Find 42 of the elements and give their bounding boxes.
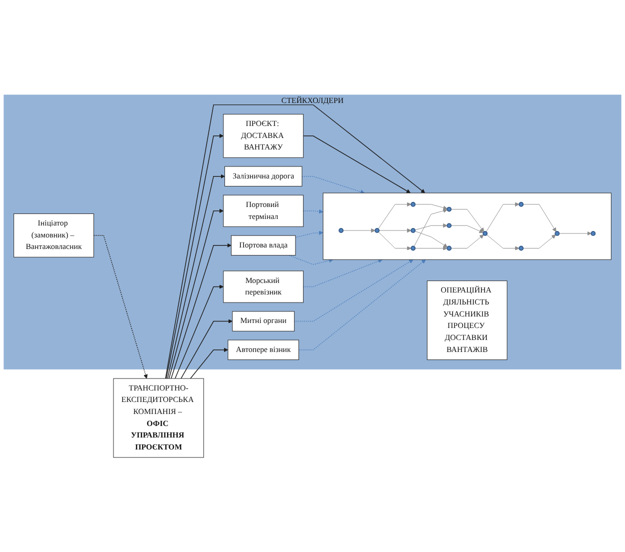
node-box [232, 310, 295, 332]
arrow [166, 134, 224, 379]
cluster [322, 192, 612, 260]
node-circle [590, 230, 596, 236]
arrow [180, 318, 233, 379]
node-box [228, 340, 299, 360]
node-box [113, 378, 204, 458]
arrow [302, 209, 324, 214]
arrow [295, 230, 324, 238]
node-circle [446, 246, 452, 251]
node-box [223, 114, 304, 158]
node-box [14, 213, 94, 258]
arrow [168, 208, 224, 379]
arrow [302, 258, 382, 287]
arrow [165, 104, 426, 379]
node-box [223, 194, 304, 227]
node-circle [482, 230, 488, 236]
node-circle [518, 202, 524, 207]
cluster [4, 94, 622, 370]
node-circle [338, 228, 344, 233]
arrow [190, 348, 228, 379]
node-circle [446, 222, 452, 228]
node-box [426, 280, 508, 360]
arrow [298, 259, 426, 350]
arrow [302, 135, 411, 193]
node-circle [410, 202, 416, 207]
node-circle [518, 246, 524, 251]
arrow [288, 254, 334, 265]
arrow [167, 174, 225, 379]
node-circle [446, 206, 452, 212]
arrow [302, 176, 365, 194]
node-box [224, 166, 302, 186]
arrow [93, 234, 148, 378]
node-circle [554, 230, 560, 236]
node-circle [410, 228, 416, 233]
arrow [174, 284, 224, 379]
arrow [170, 243, 232, 379]
node-circle [410, 246, 416, 251]
arrow [294, 259, 414, 322]
node-box [230, 235, 296, 256]
node-box [223, 270, 304, 303]
node-circle [374, 228, 380, 233]
